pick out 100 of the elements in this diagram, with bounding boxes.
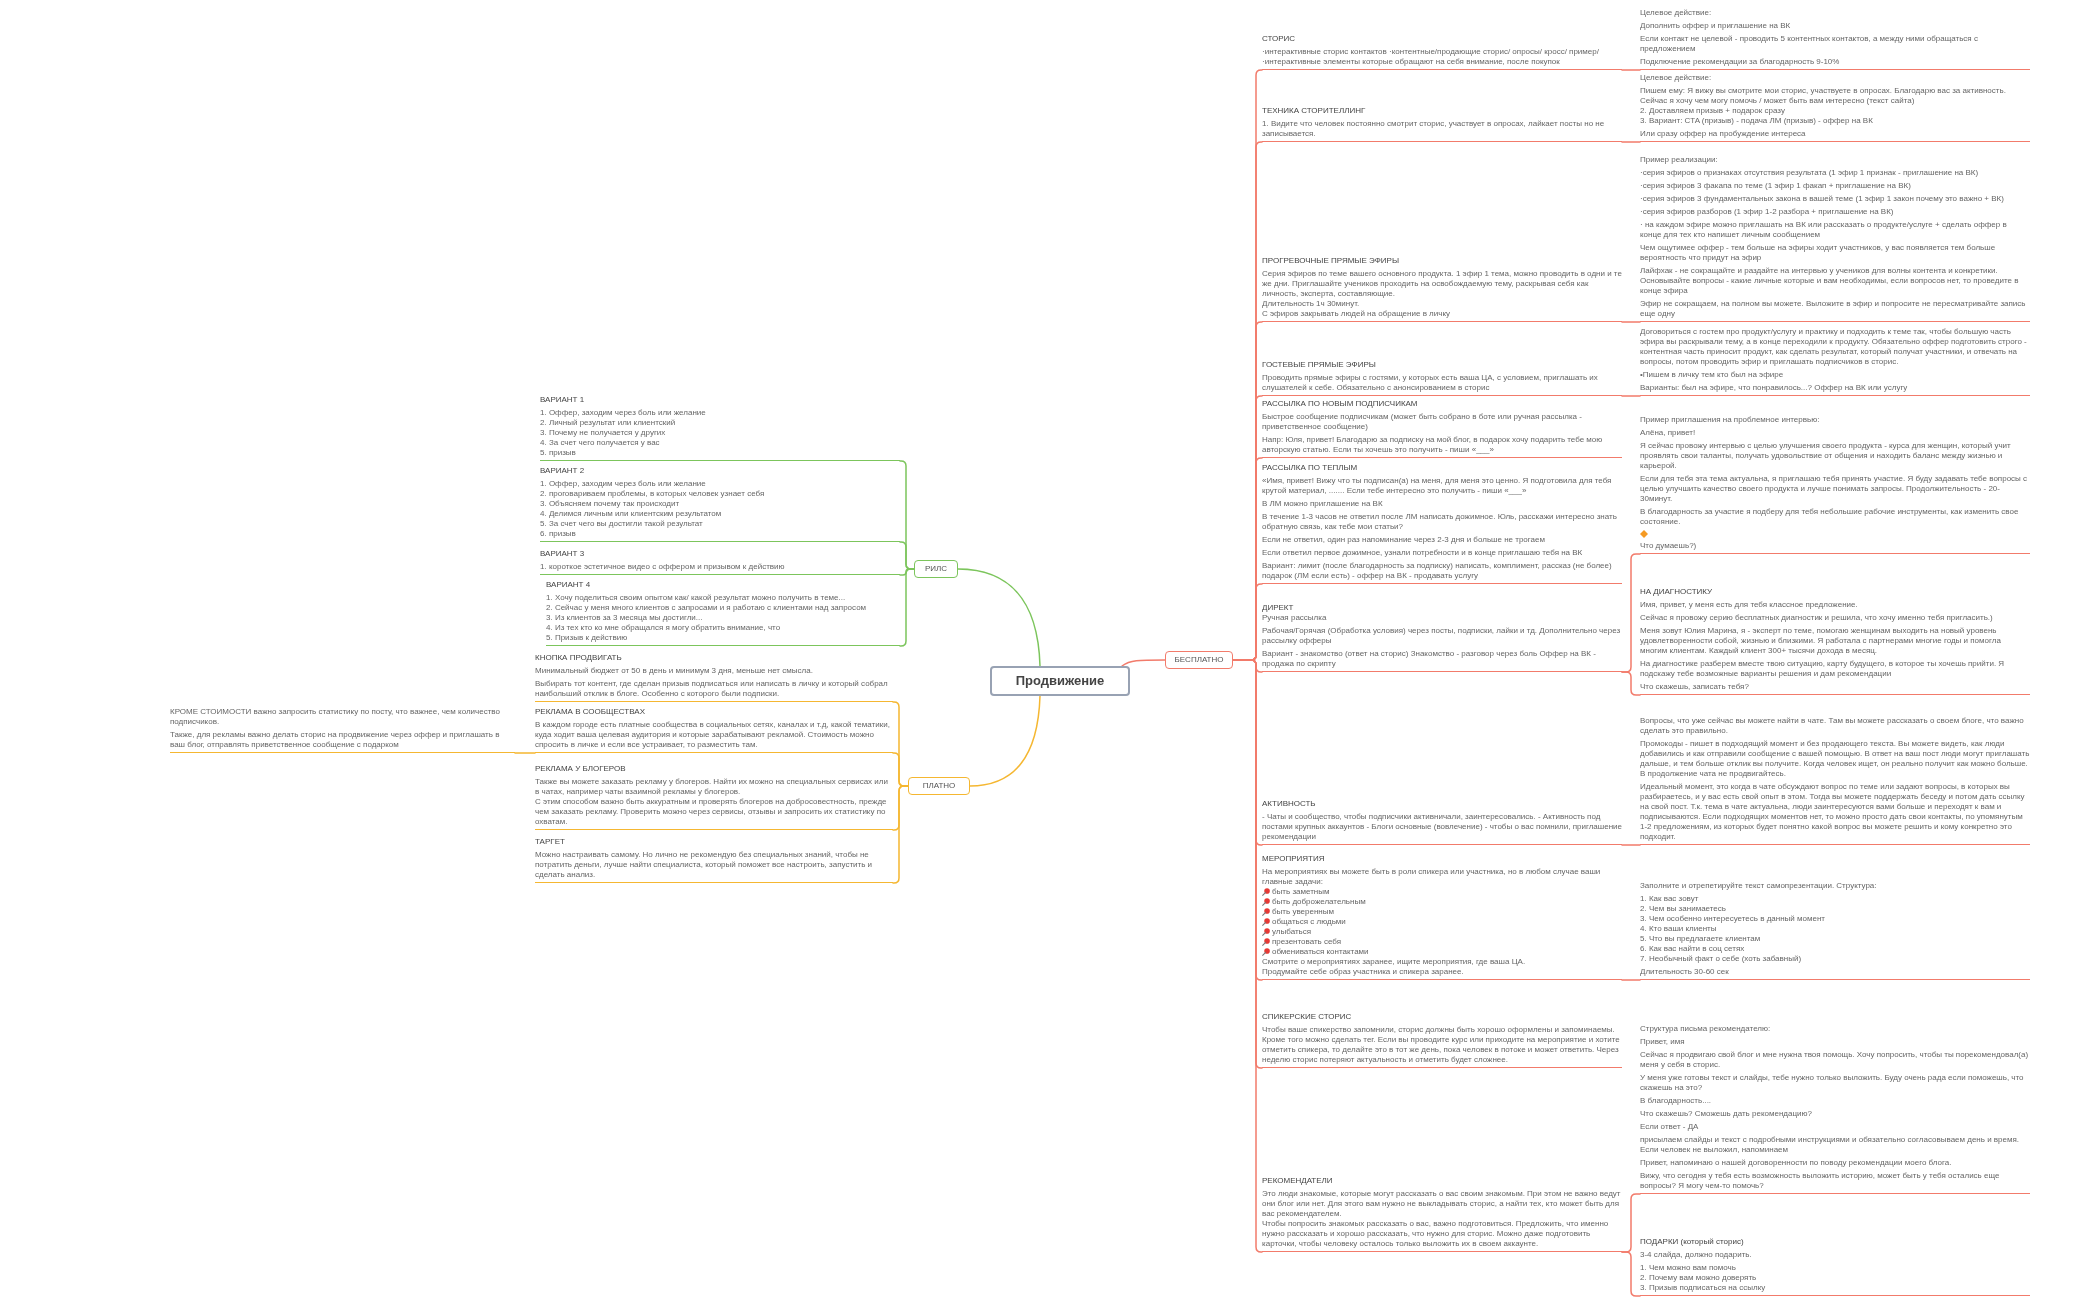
note-text: 4. Из тех кто ко мне обращался я могу обратить внимание, что bbox=[546, 623, 782, 633]
topic-heading: СТОРИС bbox=[1262, 34, 1297, 44]
branch-connector bbox=[1621, 1251, 1641, 1297]
topic-heading: МЕРОПРИЯТИЯ bbox=[1262, 854, 1326, 864]
note-text: 4. Кто ваши клиенты bbox=[1640, 924, 1718, 934]
note-text: Напр: Юля, привет! Благодарю за подписку на мой блог, в подарок хочу подарить тебе мою авторскую статью. Если ты хочешь это получить - пиши «___» bbox=[1262, 435, 1604, 455]
topic-heading: СПИКЕРСКИЕ СТОРИС bbox=[1262, 1012, 1353, 1022]
note-text: Вопросы, что уже сейчас вы можете найти в чате. Там вы можете рассказать о своем блоге, что важно сделать это правильно. bbox=[1640, 716, 2025, 736]
branch-connector bbox=[514, 752, 536, 754]
note-text: Заполните и отрепетируйте текст самопрезентации. Структура: bbox=[1640, 881, 1878, 891]
note-text: С эфиров закрывать людей на обращение в личку bbox=[1262, 309, 1451, 319]
list-item: быть уверенным bbox=[1272, 907, 1334, 917]
note-text: Идеальный момент, это когда в чате обсуждают вопрос по теме или задают вопросы, в которых вы разбираетесь, и у вас есть свой опыт в этом. Тогда вы можете поддержать беседу и потом дать ссылку на свой пост. Т.к. тема в чате актуальна, люди заинтересуются вами больше и переходят к вам и подписываются. Если подходящих моментов нет, то можно просто дать свои контакты, по упомянутым 1-2 предложениям, из которых будет понятно какой вопрос вы можете решить и кому конкретно это подходит. bbox=[1640, 782, 2026, 842]
topic-heading: КНОПКА ПРОДВИГАТЬ bbox=[535, 653, 623, 663]
note-text: В каждом городе есть платные сообщества в социальных сетях, каналах и т.д, какой тематики, куда ходит ваша целевая аудитория и которые зарабатывают рекламой. Стоимость можно спросить в личке и если все устраивает, то разместить там. bbox=[535, 720, 891, 750]
topic-heading: РЕКОМЕНДАТЕЛИ bbox=[1262, 1176, 1334, 1186]
topic-heading: НА ДИАГНОСТИКУ bbox=[1640, 587, 1714, 597]
note-text: 4. За счет чего получается у вас bbox=[540, 438, 661, 448]
note-text: Чтобы ваше спикерство запомнили, сторис должны быть хорошо оформлены и запоминаемы. bbox=[1262, 1025, 1616, 1035]
topic-heading: РАССЫЛКА ПО НОВЫМ ПОДПИСЧИКАМ bbox=[1262, 399, 1419, 409]
note-text: В благодарность за участие я подберу для тебя небольшие рабочие инструменты, как изменить свое состояние. bbox=[1640, 507, 2020, 527]
note-text: Что скажешь, записать тебя? bbox=[1640, 682, 1750, 692]
note-text: Также, для рекламы важно делать сторис на продвижение через оффер и приглашать в ваш блог, отправлять приветственное сообщение с подарком bbox=[170, 730, 501, 750]
note-text: 3. Почему не получается у других bbox=[540, 428, 667, 438]
note-text: 5. Что вы предлагаете клиентам bbox=[1640, 934, 1762, 944]
branch-connector bbox=[1621, 141, 1641, 143]
note-text: 5. За счет чего вы достигли такой результат bbox=[540, 519, 704, 529]
note-text: Лайфхак - не сокращайте и раздайте на интервью у учеников для волны контента и конкретики. Основывайте вопросы - какие личные которые и вам необходимы, если вопросов нет, то проведите в конце эфира bbox=[1640, 266, 2020, 296]
note-text: •Пишем в личку тем кто был на эфире bbox=[1640, 370, 1785, 380]
topic-node bbox=[1640, 73, 2030, 142]
note-text: В ЛМ можно приглашение на ВК bbox=[1262, 499, 1384, 509]
topic-heading: ВАРИАНТ 4 bbox=[546, 580, 592, 590]
note-text: Если для тебя эта тема актуальна, я приглашаю тебя принять участие. Я буду задавать тебе вопросы с целью улучшить качество своего продукта и лучше понимать запросы. Продолжительность - 20-30минут. bbox=[1640, 474, 2029, 504]
branch-topic: БЕСПЛАТНО bbox=[1165, 651, 1233, 669]
note-text: Ручная рассылка bbox=[1262, 613, 1328, 623]
note-text: Рабочая/Горячая (Обработка условия) через посты, подписки, лайки и тд. Дополнительно через рассылку офферы bbox=[1262, 626, 1622, 646]
note-text: 3. Чем особенно интересуетесь в данный момент bbox=[1640, 914, 1826, 924]
note-text: С этим способом важно быть аккуратным и проверять блогеров на добросовестность, прежде чем заказать рекламу. Проверить можно через сервисы, отзывы и запросить их статистику по охватам. bbox=[535, 797, 888, 827]
note-text: У меня уже готовы текст и слайды, тебе нужно только выложить. Буду очень рада если поможешь, что скажешь на это? bbox=[1640, 1073, 2025, 1093]
note-text: · на каждом эфире можно приглашать на ВК или рассказать о продукте/услуге + сделать оффер в конце для тех кто напишет личным сообщением bbox=[1640, 220, 2008, 240]
branch-connector bbox=[1121, 659, 1166, 667]
list-item: быть доброжелательным bbox=[1272, 897, 1366, 907]
note-text: Можно настраивать самому. Но лично не рекомендую без специальных знаний, чтобы не потратить деньги, лучше найти специалиста, который поможет все настроить, запустить и сделать анализ. bbox=[535, 850, 874, 880]
note-text: Минимальный бюджет от 50 в день и минимум 3 дня, меньше нет смысла. bbox=[535, 666, 814, 676]
note-text: Целевое действие: bbox=[1640, 8, 1713, 18]
note-text: 1. короткое эстетичное видео с оффером и призывом к действию bbox=[540, 562, 786, 572]
topic-heading: ПОДАРКИ (который сторис) bbox=[1640, 1237, 1745, 1247]
note-text: 6. Как вас найти в соц сетях bbox=[1640, 944, 1746, 954]
note-text: Если контакт не целевой - проводить 5 контентных контактов, а между ними обращаться с предложением bbox=[1640, 34, 1979, 54]
note-text: Если ответил первое дожимное, узнали потребности и в конце приглашаю тебя на ВК bbox=[1262, 548, 1584, 558]
note-text: присылаем слайды и текст с подробными инструкциями и обязательно согласовываем день и время. Если человек не выложил, напоминаем bbox=[1640, 1135, 2021, 1155]
note-text: 2. проговариваем проблемы, в которых человек узнает себя bbox=[540, 489, 766, 499]
note-text: 3-4 слайда, должно подарить. bbox=[1640, 1250, 1753, 1260]
topic-heading: ВАРИАНТ 3 bbox=[540, 549, 586, 559]
topic-heading: ВАРИАНТ 2 bbox=[540, 466, 586, 476]
note-text: 2. Чем вы занимаетесь bbox=[1640, 904, 1727, 914]
note-text: 1. Как вас зовут bbox=[1640, 894, 1700, 904]
note-text: Договориться с гостем про продукт/услугу и практику и подходить к теме так, чтобы большую часть эфира вы раскрывали тему, а в конце переходили к продукту. Обязательно оффер подготовить строго - контентная часть приносит продукт, как сделать результат, который получат участники, и отвечать на вопросы, потом проводить эфир и приглашать подписчиков в сторис. bbox=[1640, 327, 2028, 367]
note-text: На мероприятиях вы можете быть в роли спикера или участника, но в любом случае ваши главные задачи: bbox=[1262, 867, 1602, 887]
branch-connector bbox=[1621, 69, 1641, 71]
note-text: Пример реализации: bbox=[1640, 155, 1719, 165]
topic-node bbox=[1262, 398, 1622, 458]
branch-connector bbox=[1621, 671, 1641, 696]
note-text: - Чаты и сообщество, чтобы подписчики активничали, заинтересовались. - Активность под постами крупных аккаунтов - Блоги основные (вовлечение) - чтобы о вас помнили, приглашение рекомендации bbox=[1262, 812, 1622, 842]
note-text: В благодарность.... bbox=[1640, 1096, 1713, 1106]
note-text: Я сейчас провожу интервью с целью улучшения своего продукта - курса для женщин, который учит проявлять свои таланты, получать удовольствие от общения и находить баланс между жизнью и карьерой. bbox=[1640, 441, 2012, 471]
topic-heading: АКТИВНОСТЬ bbox=[1262, 799, 1317, 809]
note-text: 2. Доставляем призыв + подарок сразу bbox=[1640, 106, 1786, 116]
note-text: Продумайте себе образ участника и спикера заранее. bbox=[1262, 967, 1465, 977]
list-item: улыбаться bbox=[1272, 927, 1312, 937]
note-text: Дополнить оффер и приглашение на ВК bbox=[1640, 21, 1792, 31]
note-text: Алёна, привет! bbox=[1640, 428, 1697, 438]
note-text: Если не ответил, один раз напоминание через 2-3 дня и больше не трогаем bbox=[1262, 535, 1546, 545]
branch-connector bbox=[1621, 979, 1641, 981]
list-item: обмениваться контактами bbox=[1272, 947, 1369, 957]
note-text: КРОМЕ СТОИМОСТИ важно запросить статистику по посту, что важнее, чем количество подписчиков. bbox=[170, 707, 501, 727]
note-text: На диагностике разберем вместе твою ситуацию, карту будущего, в которое ты хочешь прийти. Я подскажу тебе возможные варианты решения и дам рекомендации bbox=[1640, 659, 2006, 679]
note-text: Или сразу оффер на пробуждение интереса bbox=[1640, 129, 1807, 139]
topic-heading: РАССЫЛКА ПО ТЕПЛЫМ bbox=[1262, 463, 1359, 473]
note-text: «Имя, привет! Вижу что ты подписан(а) на меня, для меня это ценно. Я подготовила для тебя крутой материал, ....... Если тебе интересно это получить - пиши «___» bbox=[1262, 476, 1613, 496]
note-text: 1. Оффер, заходим через боль или желание bbox=[540, 479, 707, 489]
note-text: Чтобы попросить знакомых рассказать о вас, важно подготовиться. Предложить, что именно нужно рассказать и хорошо рассказать, что нужно для сторис. Можно даже подготовить карточки, чтобы человеку осталось только выложить их в своем аккаунте. bbox=[1262, 1219, 1610, 1249]
note-text: 1. Оффер, заходим через боль или желание bbox=[540, 408, 707, 418]
note-text: 3. Призыв подписаться на ссылку bbox=[1640, 1283, 1767, 1293]
note-text: Сейчас я провожу серию бесплатных диагностик и решила, что хочу именно тебя пригласить.) bbox=[1640, 613, 1994, 623]
note-text: Структура письма рекомендателю: bbox=[1640, 1024, 1772, 1034]
note-text: 1. Видите что человек постоянно смотрит сторис, участвует в опросах, лайкает посты но не записывается. bbox=[1262, 119, 1606, 139]
branch-connector bbox=[969, 695, 1041, 787]
branch-connector bbox=[957, 568, 1041, 667]
note-text: Выбирать тот контент, где сделан призыв подписаться или написать в личку и который собрал наибольший отклик в блоге. Особенно с которого были подписки. bbox=[535, 679, 889, 699]
topic-heading: ТЕХНИКА СТОРИТЕЛЛИНГ bbox=[1262, 106, 1367, 116]
note-text: 2. Сейчас у меня много клиентов с запросами и я работаю с клиентами над запросом bbox=[546, 603, 868, 613]
note-text: 5. Призыв к действию bbox=[546, 633, 629, 643]
branch-connector bbox=[1621, 844, 1641, 846]
branch-connector bbox=[892, 785, 909, 884]
note-text: Подключение рекомендации за благодарность 9-10% bbox=[1640, 57, 1841, 67]
note-text: Это люди знакомые, которые могут рассказать о вас своим знакомым. При этом не важно ведут они блог или нет. Для этого вам нужно не выкладывать сторис, а найти тех, кто может быть для вас рекомендателем. bbox=[1262, 1189, 1622, 1219]
note-text: ·серия эфиров о признаках отсутствия результата (1 эфир 1 признак - приглашение на ВК) bbox=[1640, 168, 1980, 178]
note-text: Варианты: был на эфире, что понравилось...? Оффер на ВК или услугу bbox=[1640, 383, 1909, 393]
note-text: ·серия эфиров разборов (1 эфир 1-2 разбора + приглашение на ВК) bbox=[1640, 207, 1895, 217]
